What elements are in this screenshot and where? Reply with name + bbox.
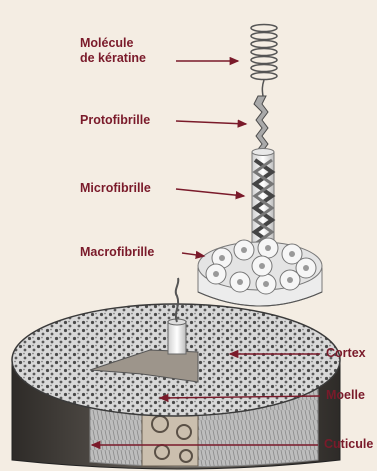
arrow-protofibrille bbox=[176, 121, 246, 124]
label-cortex: Cortex bbox=[326, 346, 366, 361]
label-moelle: Moelle bbox=[326, 388, 365, 403]
keratin-coil bbox=[251, 25, 277, 97]
label-molecule-line2: de kératine bbox=[80, 51, 146, 65]
arrow-macrofibrille bbox=[182, 253, 204, 256]
macrofibril-bundle bbox=[198, 238, 322, 306]
label-microfibrille: Microfibrille bbox=[80, 181, 151, 196]
microfibril-tube bbox=[252, 149, 274, 251]
label-protofibrille: Protofibrille bbox=[80, 113, 150, 128]
label-cuticule: Cuticule bbox=[324, 437, 373, 452]
arrow-microfibrille bbox=[176, 189, 244, 196]
hair-shaft bbox=[12, 278, 340, 469]
label-molecule-line1: Molécule bbox=[80, 36, 134, 50]
label-macrofibrille: Macrofibrille bbox=[80, 245, 154, 260]
protofibril-strand bbox=[254, 96, 268, 152]
label-molecule-keratine: Molécule de kératine bbox=[80, 36, 146, 66]
